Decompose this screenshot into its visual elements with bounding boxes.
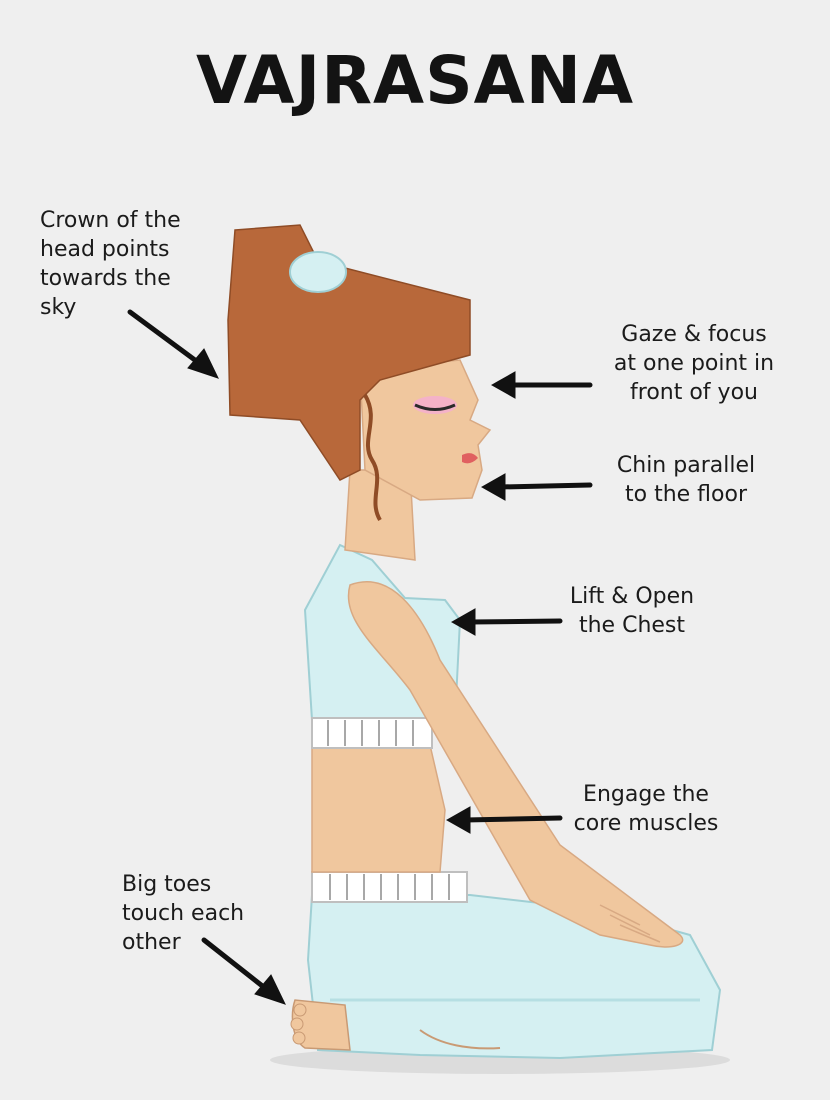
- curl: [363, 393, 382, 522]
- annotation-line: Lift & Open: [569, 584, 695, 609]
- chest-arrow: [467, 618, 563, 625]
- page-title: VAJRASANA: [195, 42, 635, 119]
- annotation-line: front of you: [630, 380, 758, 405]
- fingers: [599, 904, 661, 943]
- toe: [290, 1017, 304, 1031]
- annotation-line: head points: [40, 237, 170, 262]
- core-arrow: [462, 815, 563, 823]
- annotation-arrows: [127, 309, 593, 1005]
- lips: [462, 453, 478, 464]
- underband-ribs: [327, 720, 414, 746]
- annotation-crown: Crown of the head points towards the sky: [40, 206, 181, 322]
- annotation-line: Engage the: [583, 782, 709, 807]
- annotation-line: Chin parallel: [616, 453, 756, 478]
- crown-arrow: [127, 309, 206, 369]
- chin-arrow: [497, 482, 593, 490]
- annotation-line: towards the: [40, 266, 171, 291]
- annotation-line: sky: [40, 295, 77, 320]
- face: [359, 359, 492, 501]
- core-arrowhead: [445, 806, 471, 834]
- annotation-chin: Chin parallel to the floor: [588, 451, 784, 509]
- annotation-chest: Lift & Open the Chest: [534, 582, 730, 640]
- annotation-line: Crown of the: [40, 208, 181, 233]
- midriff: [311, 744, 446, 873]
- eyeshadow: [413, 396, 457, 414]
- annotation-line: other: [122, 930, 181, 955]
- crown-arrowhead: [187, 348, 219, 379]
- hair-tie: [289, 251, 347, 293]
- toes-arrowhead: [254, 974, 286, 1005]
- annotation-line: Gaze & focus: [621, 322, 767, 347]
- closed-eye: [414, 403, 456, 411]
- waistband: [311, 871, 468, 903]
- annotation-gaze: Gaze & focus at one point in front of yo…: [596, 320, 792, 407]
- toe: [293, 1003, 307, 1017]
- toes-arrow: [201, 937, 273, 995]
- toe: [292, 1031, 306, 1045]
- chest-arrowhead: [450, 608, 476, 636]
- annotation-core: Engage the core muscles: [548, 780, 744, 838]
- chin-arrowhead: [480, 473, 506, 501]
- annotation-line: the Chest: [578, 613, 686, 638]
- waistband-ribs: [329, 874, 450, 900]
- gaze-arrowhead: [490, 371, 516, 399]
- annotation-line: Big toes: [122, 872, 212, 897]
- arm: [347, 581, 684, 948]
- annotation-toes: Big toes touch each other: [122, 870, 244, 957]
- sole: [419, 1029, 501, 1050]
- annotation-line: to the floor: [625, 482, 747, 507]
- annotation-line: at one point in: [613, 351, 775, 376]
- annotation-line: core muscles: [573, 811, 719, 836]
- annotation-line: touch each: [122, 901, 245, 926]
